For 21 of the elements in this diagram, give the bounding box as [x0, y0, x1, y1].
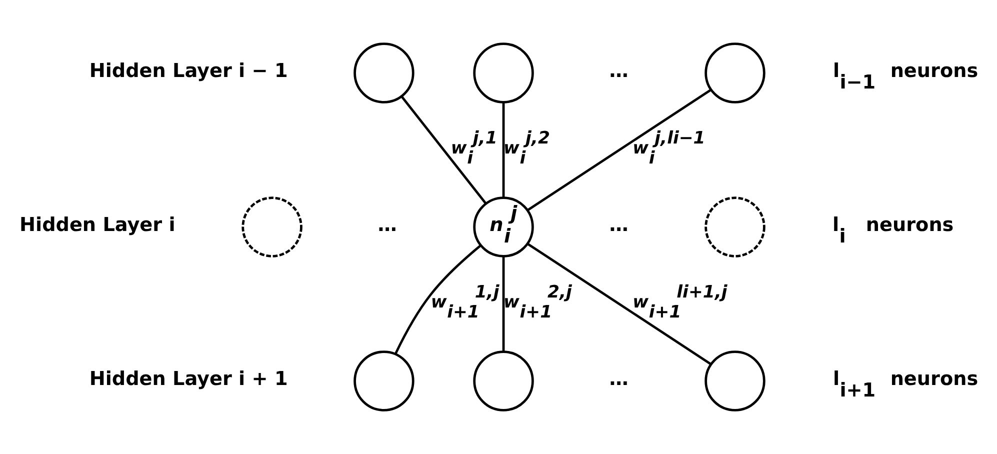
node-circle: [704, 350, 766, 412]
connector: [394, 244, 482, 354]
node-circle: [242, 196, 302, 258]
connector: [400, 96, 487, 204]
label: Hidden Layer i − 1: [89, 58, 288, 82]
node-circle: [473, 350, 534, 412]
connector: [526, 88, 712, 212]
node-circle: [704, 42, 766, 104]
connector: [502, 102, 505, 198]
node-circle: [704, 196, 766, 258]
label: Hidden Layer i: [20, 212, 176, 236]
label: …: [609, 212, 628, 236]
label: …: [609, 366, 628, 390]
connector: [527, 242, 712, 366]
node-circle: [354, 42, 414, 104]
label: …: [378, 212, 397, 236]
node-circle: [354, 350, 414, 412]
connector: [502, 256, 505, 352]
label: Hidden Layer i + 1: [89, 366, 288, 390]
node-circle: [473, 42, 534, 104]
label: …: [609, 58, 628, 82]
